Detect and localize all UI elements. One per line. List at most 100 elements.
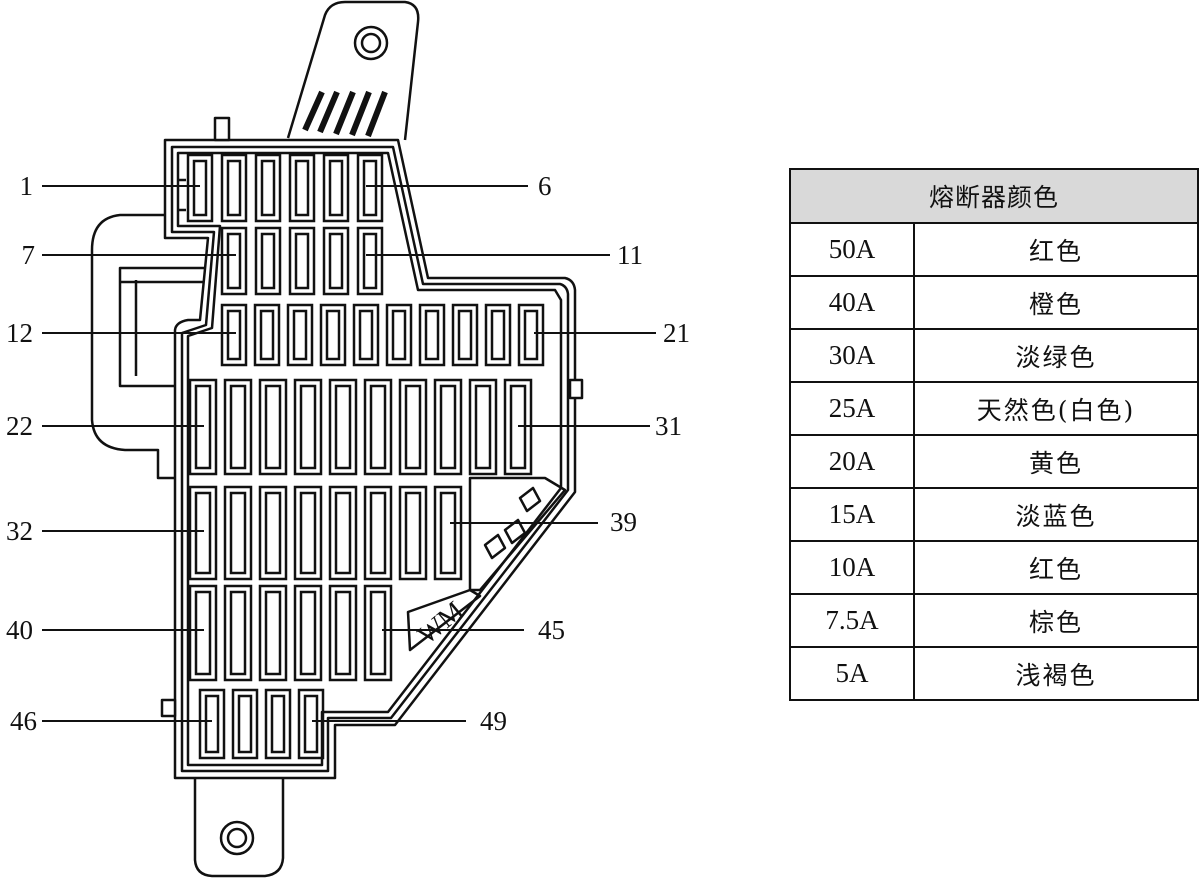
fuse-slot-inner [299,384,317,470]
fuse-slot [433,378,463,476]
amperage-cell: 5A [789,646,915,701]
fuse-slot [231,688,259,760]
fuse-slot [385,303,413,367]
fuse-slot [258,378,288,476]
callout-39: 39 [610,507,637,537]
color-cell: 橙色 [913,275,1199,330]
fuse-slot [223,485,253,581]
fuse-slot-inner [264,384,282,470]
fuse-slot-inner [328,232,344,290]
fuse-slot [288,153,316,223]
amperage-cell: 25A [789,381,915,436]
fuse-slot-inner [328,159,344,217]
fuse-slot [319,303,347,367]
fuse-slot-inner [439,384,457,470]
fuse-slot-inner [303,694,319,754]
fuse-slot [433,485,463,581]
fuse-slot [517,303,545,367]
fuse-slot-inner [292,309,308,361]
fuse-slot [253,303,281,367]
amperage-cell: 10A [789,540,915,595]
fuse-slot-inner [362,159,378,217]
fuse-slot-inner [226,309,242,361]
fuse-slot-inner [294,159,310,217]
fuse-slot-inner [369,590,387,676]
top-mount-hole-outer [353,25,389,61]
amperage-cell: 40A [789,275,915,330]
fuse-slot-inner [299,590,317,676]
fuse-slot-inner [264,491,282,575]
callout-49: 49 [480,706,507,736]
fuse-slot [322,153,350,223]
fuse-slot [220,153,248,223]
fuse-slot [264,688,292,760]
fuse-slot [352,303,380,367]
fuse-slot [254,226,282,296]
fuse-slot-inner [369,384,387,470]
fuse-slot [198,688,226,760]
fuse-slot-inner [362,232,378,290]
housing-mid [170,145,570,773]
fuse-slot [297,688,325,760]
fuse-slot [293,584,323,682]
tab-ribs [302,90,388,138]
fuse-slot-inner [204,694,220,754]
fuse-slot-inner [229,384,247,470]
amperage-cell: 7.5A [789,593,915,648]
fuse-slot-inner [294,232,310,290]
fuse-slot-inner [334,491,352,575]
fuse-slot [188,485,218,581]
callout-45: 45 [538,615,565,645]
callout-12: 12 [6,318,33,348]
fuse-slot [258,485,288,581]
color-cell: 红色 [913,222,1199,277]
fuse-slot-inner [457,309,473,361]
fuse-slot [363,378,393,476]
callout-7: 7 [22,240,36,270]
color-cell: 棕色 [913,593,1199,648]
fuse-slot [220,303,248,367]
fuse-slot-inner [358,309,374,361]
callout-11: 11 [617,240,643,270]
fuse-slot-inner [325,309,341,361]
fuse-slot-inner [264,590,282,676]
fuse-slot-inner [404,384,422,470]
color-cell: 天然色(白色) [913,381,1199,436]
fuse-slot [286,303,314,367]
fuse-slot [223,378,253,476]
fuse-slot [363,584,393,682]
fuse-slot [398,485,428,581]
fuse-slot [328,584,358,682]
color-cell: 黄色 [913,434,1199,489]
fuse-slot-inner [270,694,286,754]
fuse-box-diagram: WM 1 6 7 11 12 21 22 31 32 39 40 45 46 4… [6,0,690,878]
table-header: 熔断器颜色 [789,168,1199,224]
fuse-slot [258,584,288,682]
top-mount-hole-inner [360,32,382,54]
amperage-cell: 50A [789,222,915,277]
callout-6: 6 [538,171,552,201]
amperage-cell: 20A [789,434,915,489]
callout-1: 1 [20,171,34,201]
color-cell: 浅褐色 [913,646,1199,701]
amperage-cell: 15A [789,487,915,542]
fuse-slot-inner [226,232,242,290]
fuse-slot [188,584,218,682]
fuse-slot-inner [391,309,407,361]
fuse-slot-inner [194,590,212,676]
fuse-slot [288,226,316,296]
fuse-slot-inner [259,309,275,361]
fuse-slot [468,378,498,476]
callout-32: 32 [6,516,33,546]
fuse-slot-inner [237,694,253,754]
fuse-slot [328,378,358,476]
color-cell: 淡绿色 [913,328,1199,383]
fuse-slot-inner [334,384,352,470]
fuse-slot [398,378,428,476]
